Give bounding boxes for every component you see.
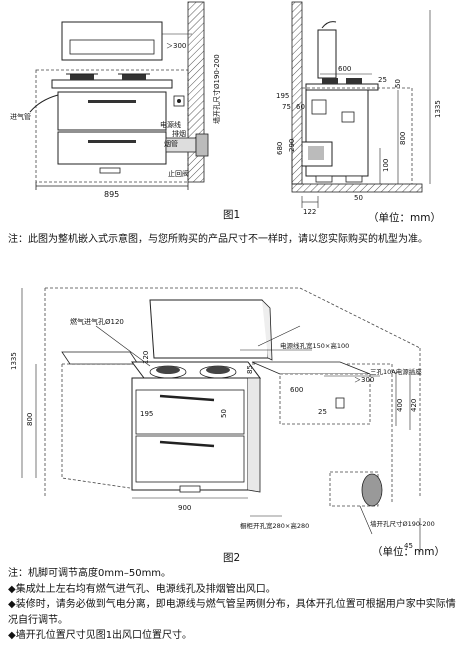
figure2-drawing: 1335 800 120 85 195 50 600 900 ＞300 25 4… (10, 287, 435, 552)
note-line-3: ◆装修时，请务必做到气电分离，即电源线与燃气管呈两侧分布，具体开孔位置可根据用户… (8, 599, 456, 626)
fig2-dim-400: 400 (396, 399, 404, 412)
fig1-label-check-valve: 止回阀 (168, 169, 189, 178)
fig2-label-cable-hole: 电源线孔宽150×高100 (280, 341, 349, 350)
fig2-label-wall-hole: 墙开孔尺寸Ø190-200 (370, 519, 435, 528)
fig1-dim-60: 60 (296, 103, 305, 111)
fig1-dim-75: 75 (282, 103, 291, 111)
fig1-dim-195: 195 (276, 92, 289, 100)
fig2-label-cabinet-hole: 橱柜开孔宽280×高280 (240, 521, 309, 530)
fig2-dim-120: 120 (142, 351, 150, 364)
note-line-1: 注：机脚可调节高度0mm–50mm。 (8, 568, 172, 579)
note-line-2: ◆集成灶上左右均有燃气进气孔、电源线孔及排烟管出风口。 (8, 583, 276, 595)
fig1-dim-100: 100 (382, 159, 390, 172)
fig1-label-pipe-b: 烟管 (164, 139, 178, 148)
fig2-dim-900: 900 (178, 504, 191, 512)
fig2-dim-85: 85 (246, 365, 254, 374)
fig2-dim-gt300: ＞300 (354, 376, 374, 384)
power-socket-icon (335, 397, 345, 409)
fig1-dim-50b: 50 (354, 194, 363, 202)
fig1-label-pipe-a: 排烟 (172, 129, 186, 138)
lower-door (57, 131, 167, 165)
fig2-dim-420: 420 (410, 399, 418, 412)
fig1-label-gas-inlet: 进气管 (10, 112, 31, 121)
figure1-unit: （单位：mm） (368, 212, 441, 224)
fig1-dim-290: 290 (288, 139, 296, 152)
upper-door (57, 91, 167, 131)
fig1-dim-gt300: ＞300 (166, 42, 186, 50)
burner-left-icon (149, 365, 187, 379)
fig2-dim-600: 600 (290, 386, 303, 394)
fig2-dim-45: 45 (404, 542, 413, 550)
fig2-dim-195: 195 (140, 410, 153, 418)
fig1-dim-600: 600 (338, 65, 351, 73)
fig2-dim-800: 800 (26, 413, 34, 426)
note-figure1: 注：此图为整机嵌入式示意图，与您所购买的产品尺寸不一样时，请以您实际购买的机型为… (8, 234, 428, 245)
wall-hole-icon (361, 473, 383, 507)
fig2-label-gas-hole: 燃气进气孔Ø120 (70, 317, 124, 326)
fig2-label-socket: 三孔10A电源插座 (370, 367, 422, 376)
note-line-4: ◆墙开孔位置尺寸见图1出风口位置尺寸。 (8, 630, 193, 641)
burner-right-icon (118, 73, 150, 80)
figure2-unit: （单位：mm） (372, 546, 445, 558)
hood-panel (149, 299, 269, 359)
fig1-label-wall-hole: 墙开孔尺寸Ø190-200 (212, 54, 221, 124)
fig2-dim-1335: 1335 (10, 352, 18, 370)
fig2-dim-25: 25 (318, 408, 327, 416)
figure1-caption: 图1 (223, 209, 241, 221)
figure2-caption: 图2 (223, 552, 241, 564)
fig2-dim-50: 50 (220, 409, 228, 418)
lower-drawer (135, 435, 245, 483)
burner-left-icon (66, 73, 98, 80)
cooktop (51, 79, 173, 89)
installation-notes: 注：机脚可调节高度0mm–50mm。 ◆集成灶上左右均有燃气进气孔、电源线孔及排… (8, 566, 463, 644)
front-view (29, 1, 209, 190)
fig1-dim-800: 800 (399, 132, 407, 145)
fig1-dim-122: 122 (303, 208, 316, 216)
fig1-dim-680: 680 (276, 142, 284, 155)
fig1-dim-1335: 1335 (434, 100, 442, 118)
gas-inlet-pipe (29, 94, 59, 113)
floor (291, 183, 423, 193)
burner-right-icon (199, 365, 237, 379)
figure1-drawing: 895 ＞300 进气管 电源线 排烟 烟管 止回阀 墙开孔尺寸Ø190-200… (10, 1, 442, 216)
fig1-dim-50: 50 (394, 79, 402, 88)
side-wall (291, 1, 303, 185)
left-counter (61, 351, 139, 365)
fig1-dim-895: 895 (104, 190, 119, 199)
side-view (291, 1, 431, 208)
fig1-dim-25: 25 (378, 76, 387, 84)
fig1-label-power-line: 电源线 (160, 120, 181, 129)
